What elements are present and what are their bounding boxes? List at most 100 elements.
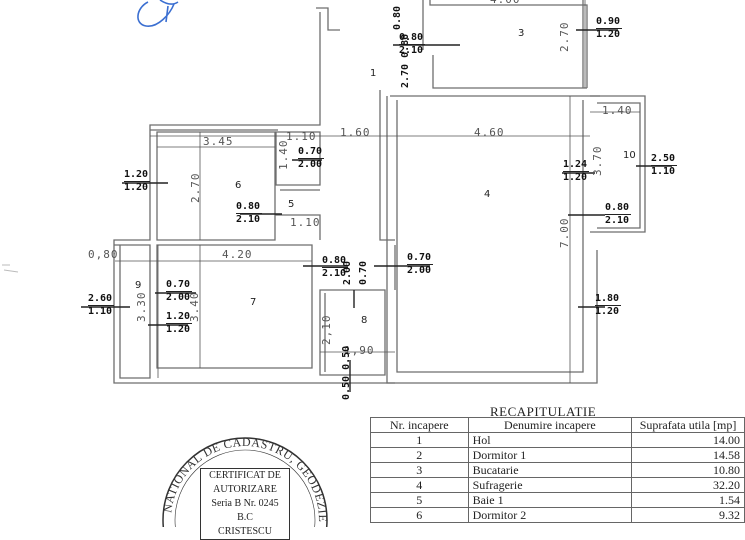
- opening-height: 0.50: [341, 345, 352, 370]
- cell-name: Baie 1: [467, 492, 633, 508]
- opening-bath2-door-a: 2.00: [342, 260, 353, 285]
- stamp-line-5: CRISTESCU: [218, 526, 272, 537]
- dim-bath1-bottom: 1.10: [290, 216, 321, 229]
- cell-name: Dormitor 2: [467, 507, 633, 523]
- table-header-row: Nr. incapere Denumire incapere Suprafata…: [370, 417, 745, 433]
- opening-width: 2.60: [88, 293, 115, 306]
- dim-bath1-width: 1.10: [286, 130, 317, 143]
- opening-living-window: 1.80 1.20: [595, 293, 622, 317]
- opening-height: 1.20: [124, 182, 149, 193]
- opening-width: 1.80: [595, 293, 622, 306]
- cell-name: Bucatarie: [467, 462, 633, 478]
- stamp-line-3: Seria B Nr. 0245: [211, 498, 279, 509]
- cell-nr: 1: [370, 432, 469, 448]
- opening-width: 0.70: [358, 260, 369, 285]
- opening-width: 0.80: [392, 5, 403, 30]
- dim-bath1-height: 1.40: [277, 139, 290, 171]
- opening-height: 2.70: [400, 63, 411, 88]
- room-label-5: 5: [288, 199, 295, 210]
- opening-width: 0.80: [400, 33, 411, 58]
- opening-balcony9-window: 2.60 1.10: [88, 293, 115, 317]
- opening-height: 1.20: [595, 306, 620, 317]
- opening-width: 0.50: [341, 375, 352, 400]
- opening-height: 2.00: [166, 292, 191, 303]
- opening-bed1-window: 1.20 1.20: [166, 311, 193, 335]
- opening-hall-living-door: 2.70 0.80: [400, 33, 411, 88]
- cell-nr: 6: [370, 507, 469, 523]
- dim-bed1-width: 4.20: [222, 248, 253, 261]
- cell-nr: 4: [370, 477, 469, 493]
- cell-area: 32.20: [631, 477, 745, 493]
- opening-width: 0.70: [298, 146, 325, 159]
- header-area: Suprafata utila [mp]: [631, 417, 745, 433]
- dim-bed2-width: 3.45: [203, 135, 234, 148]
- cell-area: 14.00: [631, 432, 745, 448]
- opening-width: 1.20: [124, 169, 151, 182]
- dim-kitchen-height: 2.70: [558, 21, 571, 53]
- opening-height: 2.10: [605, 215, 630, 226]
- opening-width: 1.24: [563, 159, 590, 172]
- opening-bed1-door: 0.80 2.10: [322, 255, 349, 279]
- opening-width: 0.70: [166, 279, 193, 292]
- room-label-8: 8: [361, 315, 368, 326]
- cell-nr: 3: [370, 462, 469, 478]
- dim-kitchen-width: 4.00: [490, 0, 521, 5]
- opening-width: 0.80: [236, 201, 263, 214]
- opening-width: 2.50: [651, 153, 678, 166]
- opening-width: 0.70: [407, 252, 434, 265]
- stamp-certificate-box: CERTIFICAT DE AUTORIZARE Seria B Nr. 024…: [200, 468, 290, 540]
- floor-plan-drawing: NATIONAL DE CADASTRU, GEODEZIE SI CARTOG…: [0, 0, 672, 527]
- cadastre-stamp: [162, 437, 328, 527]
- opening-top-door: 0.80 2.70: [392, 0, 403, 30]
- opening-height: 1.20: [563, 172, 588, 183]
- opening-height: 2.00: [298, 159, 323, 170]
- opening-markers: [81, 29, 672, 392]
- header-nr: Nr. incapere: [370, 417, 469, 433]
- opening-width: 1.20: [166, 311, 193, 324]
- opening-width: 0.80: [399, 32, 426, 45]
- table-row: 3 Bucatarie 10.80: [370, 462, 745, 478]
- cell-area: 14.58: [631, 447, 745, 463]
- signature-mark: [137, 0, 179, 27]
- scan-artifact: [2, 264, 19, 273]
- cell-area: 1.54: [631, 492, 745, 508]
- cell-area: 9.32: [631, 507, 745, 523]
- opening-bed2-window: 1.20 1.20: [124, 169, 151, 193]
- cell-nr: 2: [370, 447, 469, 463]
- stamp-line-4: B.C: [237, 512, 253, 523]
- opening-bath2-door-b: 0.70: [358, 260, 369, 285]
- opening-height: 2.10: [322, 268, 347, 279]
- dim-balcony10-height: 3.70: [591, 145, 604, 177]
- cell-name: Sufragerie: [467, 477, 633, 493]
- dim-living-width: 4.60: [474, 126, 505, 139]
- table-row: 2 Dormitor 1 14.58: [370, 447, 745, 463]
- dimension-lines: [115, 0, 640, 383]
- room-label-9: 9: [135, 280, 142, 291]
- opening-living-door: 0.70 2.00: [407, 252, 434, 276]
- opening-height: 2.00: [342, 260, 353, 285]
- opening-height: 2.10: [236, 214, 261, 225]
- opening-balcony9-door: 0.70 2.00: [166, 279, 193, 303]
- recap-table: Nr. incapere Denumire incapere Suprafata…: [370, 417, 745, 523]
- room-label-6: 6: [235, 180, 242, 191]
- opening-width: 0.80: [605, 202, 632, 215]
- opening-living-balcony-window: 1.24 1.20: [563, 159, 590, 183]
- opening-balcony10-window: 2.50 1.10: [651, 153, 678, 177]
- opening-bed2-door: 0.80 2.10: [236, 201, 263, 225]
- dim-bath2-height: 2,10: [320, 314, 333, 346]
- stamp-line-1: CERTIFICAT DE: [209, 470, 281, 481]
- opening-balcony10-door: 0.80 2.10: [605, 202, 632, 226]
- opening-height: 1.10: [88, 306, 113, 317]
- dim-balcony9-width: 0,80: [88, 248, 119, 261]
- room-label-10: 10: [623, 150, 636, 161]
- opening-bath2-window: 0.50 0.50: [341, 345, 352, 400]
- opening-height: 2.00: [407, 265, 432, 276]
- recap-title: RECAPITULATIE: [490, 404, 597, 419]
- dim-balcony9-height: 3.30: [135, 291, 148, 323]
- cell-name: Hol: [467, 432, 633, 448]
- header-name: Denumire incapere: [467, 417, 633, 433]
- dim-bed2-height: 2.70: [189, 172, 202, 204]
- opening-height: 1.20: [166, 324, 191, 335]
- cell-name: Dormitor 1: [467, 447, 633, 463]
- opening-width: 0.80: [322, 255, 349, 268]
